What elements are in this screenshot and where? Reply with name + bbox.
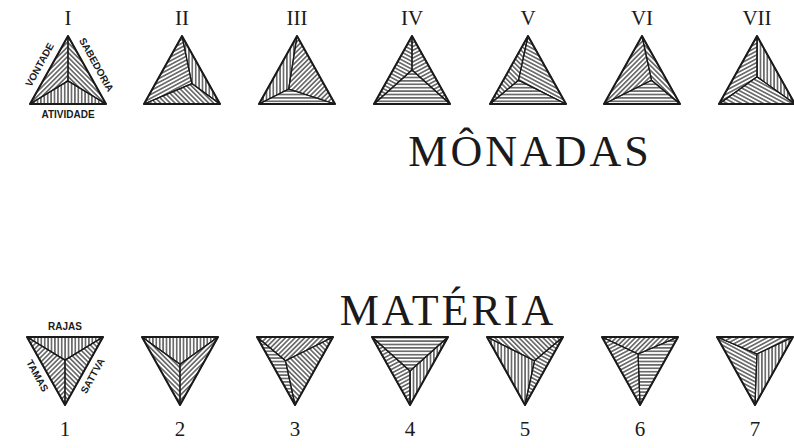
- matter-triangle: 3: [256, 336, 334, 406]
- triangle-number: 2: [175, 419, 186, 440]
- monad-triangle: V: [489, 35, 567, 105]
- matter-triangle: 7: [716, 336, 794, 406]
- triangle-outline: [259, 36, 335, 104]
- triangle-number: I: [65, 8, 72, 29]
- triangle-outline: [604, 36, 680, 104]
- hatched-triangle: [143, 35, 221, 105]
- hatched-region: [286, 337, 334, 405]
- triangle-number: 1: [60, 419, 71, 440]
- triangle-number: 5: [520, 419, 531, 440]
- triangle-outline: [490, 36, 566, 104]
- triangle-number: VI: [631, 8, 653, 29]
- hatched-triangle: [489, 35, 567, 105]
- aspect-label: ATIVIDADE: [41, 110, 94, 120]
- triangle-number: 3: [290, 419, 301, 440]
- triangle-outline: [717, 337, 793, 405]
- hatched-triangle: [256, 336, 334, 406]
- hatched-triangle: [373, 35, 451, 105]
- hatched-triangle: [718, 35, 794, 105]
- hatched-region: [144, 84, 220, 104]
- triangle-outline: [144, 36, 220, 104]
- triangle-outline: [372, 337, 448, 405]
- matter-triangle: 5: [486, 336, 564, 406]
- triangle-number: II: [175, 8, 189, 29]
- triangle-number: V: [520, 8, 535, 29]
- hatched-triangle: [601, 336, 679, 406]
- triangle-number: 4: [405, 419, 416, 440]
- monad-triangle: VI: [603, 35, 681, 105]
- triangle-number: VII: [742, 8, 771, 29]
- monad-triangle: IVONTADESABEDORIAATIVIDADE: [29, 35, 107, 105]
- matter-triangle: 6: [601, 336, 679, 406]
- hatched-triangle: [716, 336, 794, 406]
- triangle-number: 7: [750, 419, 761, 440]
- section-heading: MATÉRIA: [340, 289, 557, 333]
- hatched-region: [374, 70, 450, 104]
- triangle-outline: [487, 337, 563, 405]
- triangle-outline: [142, 337, 218, 405]
- monad-triangle: VII: [718, 35, 794, 105]
- hatched-triangle: [258, 35, 336, 105]
- matter-triangle: 2: [141, 336, 219, 406]
- triangle-outline: [719, 36, 794, 104]
- aspect-label: RAJAS: [48, 322, 82, 332]
- hatched-region: [259, 89, 335, 104]
- triangle-outline: [257, 337, 333, 405]
- matter-triangle: 1RAJASTAMASSATTVA: [26, 336, 104, 406]
- monad-triangle: IV: [373, 35, 451, 105]
- triangle-outline: [602, 337, 678, 405]
- hatched-triangle: [371, 336, 449, 406]
- triangle-number: IV: [401, 8, 423, 29]
- triangle-outline: [374, 36, 450, 104]
- triangle-number: III: [287, 8, 308, 29]
- hatched-triangle: [141, 336, 219, 406]
- section-heading: MÔNADAS: [408, 130, 651, 174]
- monad-triangle: II: [143, 35, 221, 105]
- hatched-triangle: [603, 35, 681, 105]
- triangle-number: 6: [635, 419, 646, 440]
- matter-triangle: 4: [371, 336, 449, 406]
- hatched-triangle: [486, 336, 564, 406]
- monad-triangle: III: [258, 35, 336, 105]
